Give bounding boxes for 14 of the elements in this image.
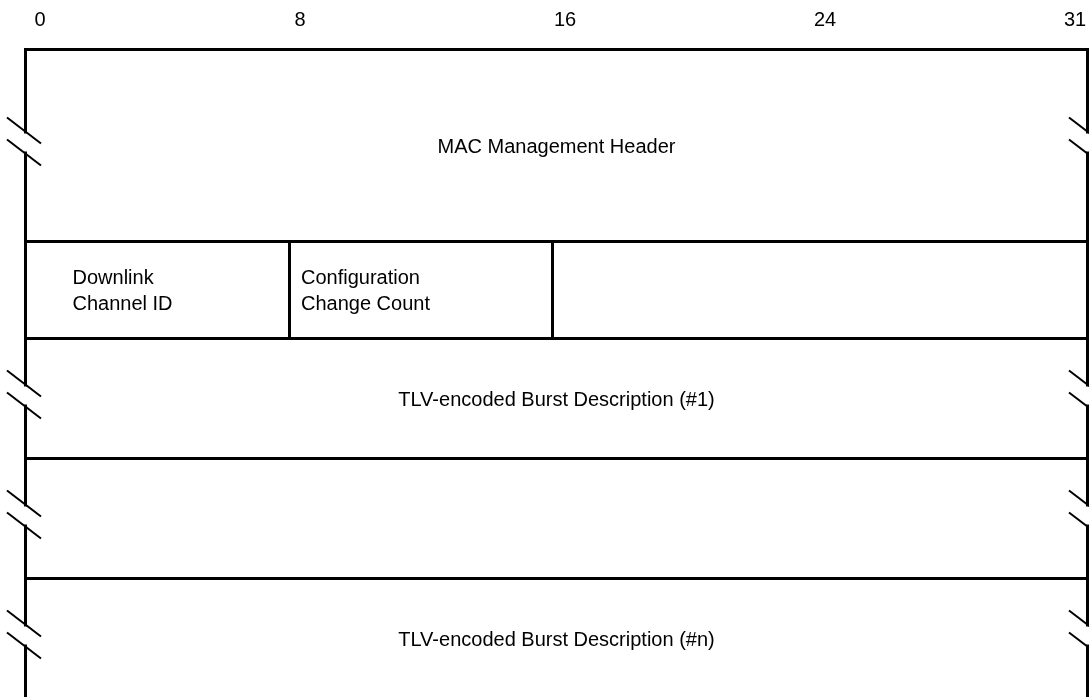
field-box [24,457,1089,580]
bit-number: 0 [34,8,46,31]
field-label: TLV-encoded Burst Description (#n) [398,626,715,652]
bit-number: 31 [1063,8,1087,31]
field-label: MAC Management Header [437,133,676,159]
bit-number: 24 [813,8,837,31]
field-label: Downlink Channel ID [72,265,174,316]
field-box [24,577,1089,697]
bit-number: 8 [294,8,306,31]
field-box [24,337,1089,460]
field-label: Configuration Change Count [301,265,431,316]
bit-number: 16 [553,8,577,31]
field-box [24,48,1089,243]
field-label: TLV-encoded Burst Description (#1) [398,386,715,412]
